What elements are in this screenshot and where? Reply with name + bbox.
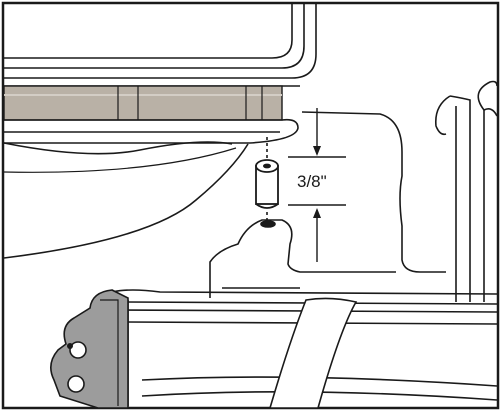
end-cap <box>50 289 129 409</box>
spacer <box>255 159 279 209</box>
mounting-bracket <box>209 219 396 298</box>
body-contour <box>3 143 249 259</box>
dimension-label: 3/8" <box>297 172 327 191</box>
housing-lip <box>3 118 299 155</box>
right-frame <box>301 80 498 302</box>
mounting-strap <box>268 297 358 409</box>
dimension-marker <box>288 108 346 262</box>
tan-seal-band <box>3 85 283 121</box>
upper-housing <box>4 4 317 87</box>
